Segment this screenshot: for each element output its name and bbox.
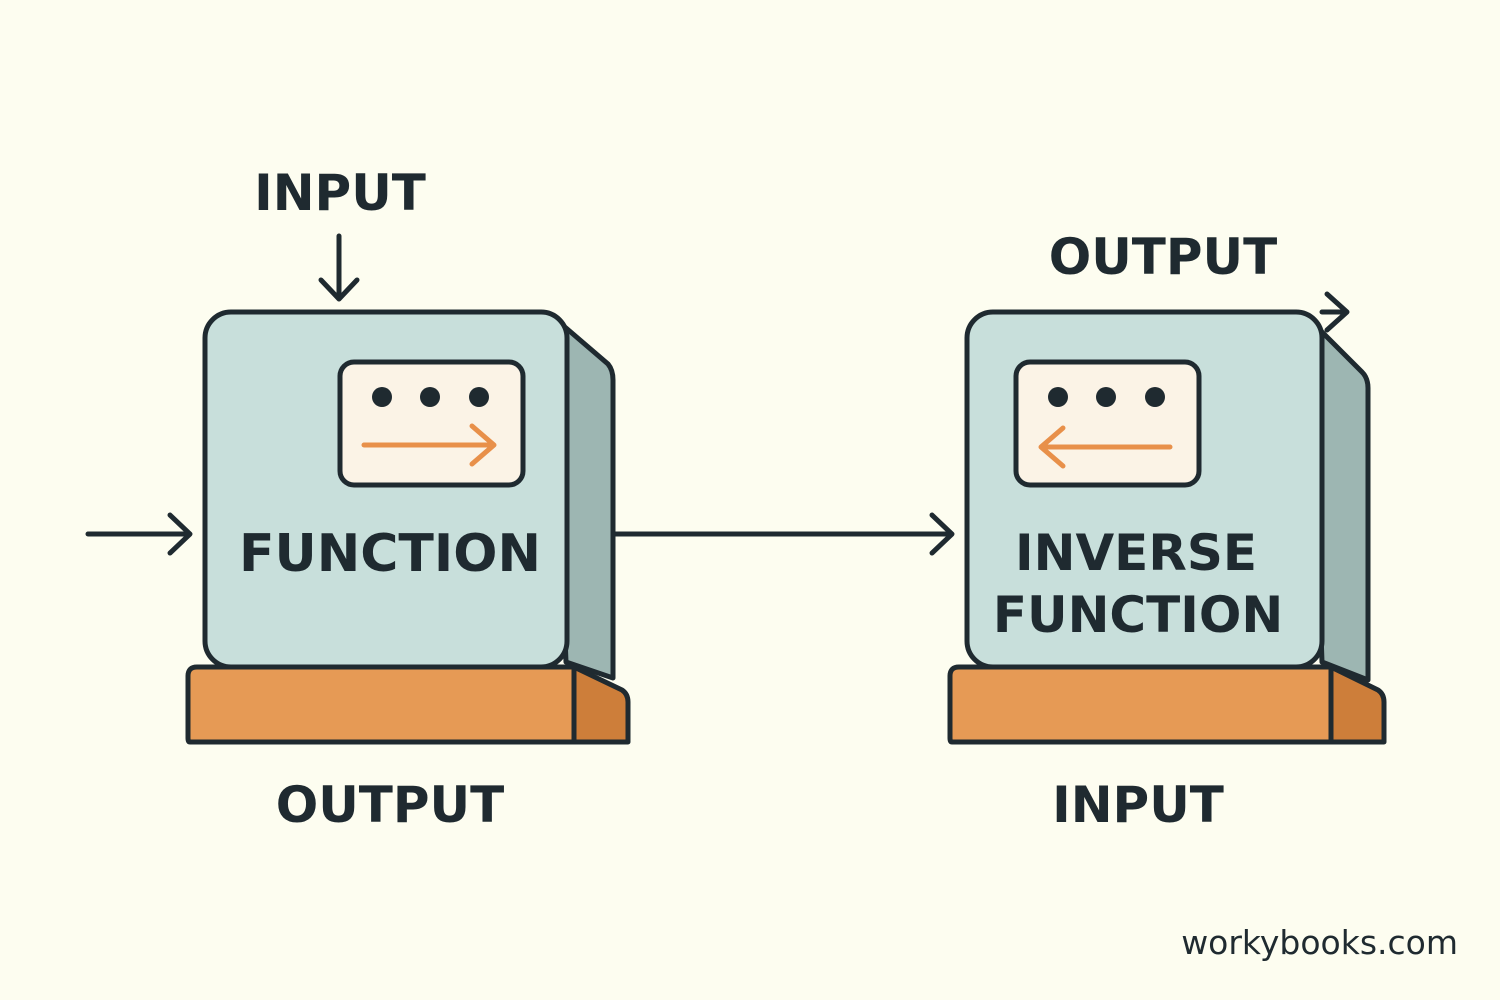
function-base-side — [571, 664, 631, 745]
inverse-output-label: OUTPUT — [1049, 228, 1278, 286]
inverse-name-label-line1: INVERSE — [1015, 524, 1257, 582]
incoming-arrow-icon — [85, 512, 193, 556]
inverse-screen — [1013, 359, 1202, 488]
output-right-arrow-icon — [1319, 291, 1350, 333]
function-screen — [337, 359, 526, 488]
inverse-name-label-line2: FUNCTION — [993, 586, 1283, 644]
function-name-label: FUNCTION — [239, 524, 541, 584]
inverse-base-side — [1328, 664, 1387, 745]
three-dots-icon — [372, 387, 489, 407]
function-base-front — [185, 664, 577, 745]
function-output-label: OUTPUT — [276, 776, 505, 834]
input-down-arrow-icon — [318, 233, 360, 302]
function-input-label: INPUT — [254, 164, 426, 222]
watermark-text: workybooks.com — [1181, 923, 1458, 962]
inverse-function-machine: INVERSE FUNCTION — [947, 309, 1387, 745]
inverse-base-front — [947, 664, 1334, 745]
inverse-input-label: INPUT — [1052, 776, 1224, 834]
connecting-arrow-icon — [611, 512, 955, 556]
three-dots-icon — [1048, 387, 1165, 407]
arrow-right-icon — [361, 423, 497, 467]
arrow-left-icon — [1038, 425, 1173, 469]
function-machine: FUNCTION — [185, 309, 631, 745]
